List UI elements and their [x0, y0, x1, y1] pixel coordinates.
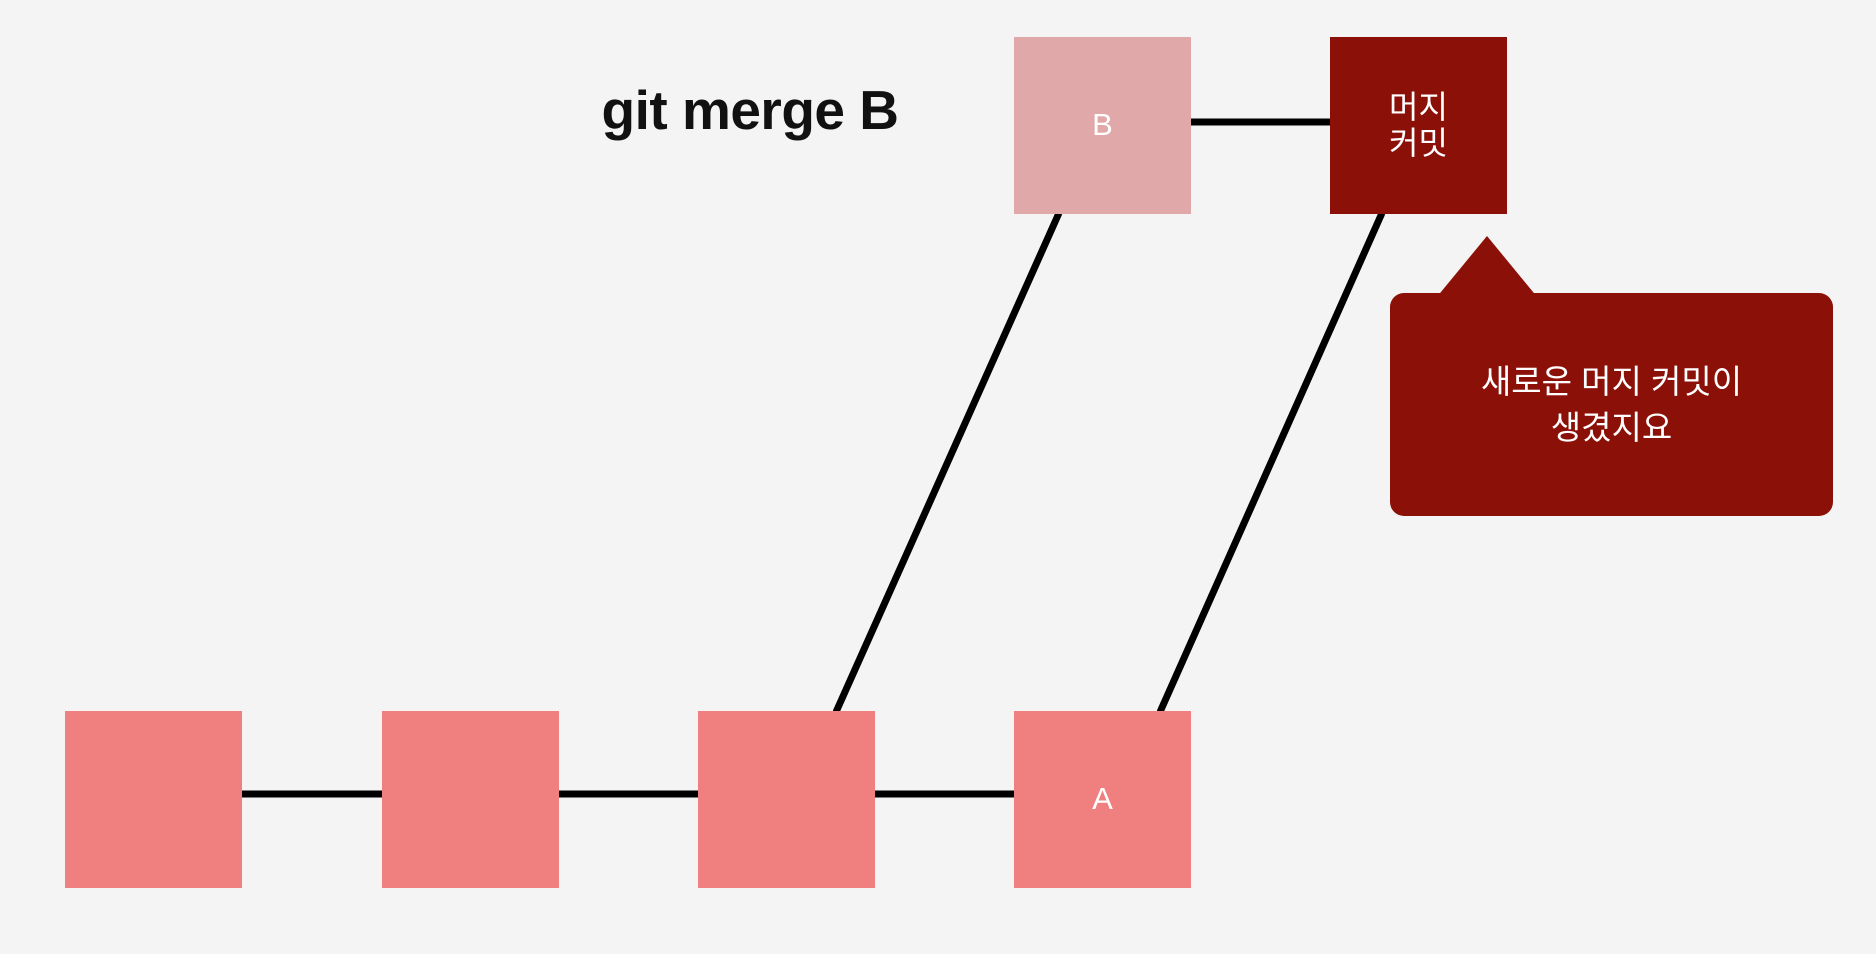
- edge-c3-cB: [832, 211, 1063, 714]
- commit-node-b[interactable]: B: [1014, 37, 1191, 214]
- merge-commit-label: 머지 커밋: [1389, 88, 1448, 161]
- page-title: git merge B: [601, 79, 899, 141]
- commit-node-2[interactable]: [382, 711, 559, 888]
- callout-bubble: 새로운 머지 커밋이 생겼지요: [1390, 293, 1833, 516]
- commit-node-3[interactable]: [698, 711, 875, 888]
- callout-tail-icon: [1436, 236, 1538, 298]
- commit-node-1[interactable]: [65, 711, 242, 888]
- commit-node-a-label: A: [1092, 781, 1113, 817]
- merge-commit-node[interactable]: 머지 커밋: [1330, 37, 1507, 214]
- callout-text: 새로운 머지 커밋이 생겼지요: [1480, 362, 1743, 446]
- edge-cA-cmerge: [1156, 211, 1386, 714]
- commit-node-a[interactable]: A: [1014, 711, 1191, 888]
- commit-node-b-label: B: [1092, 107, 1113, 143]
